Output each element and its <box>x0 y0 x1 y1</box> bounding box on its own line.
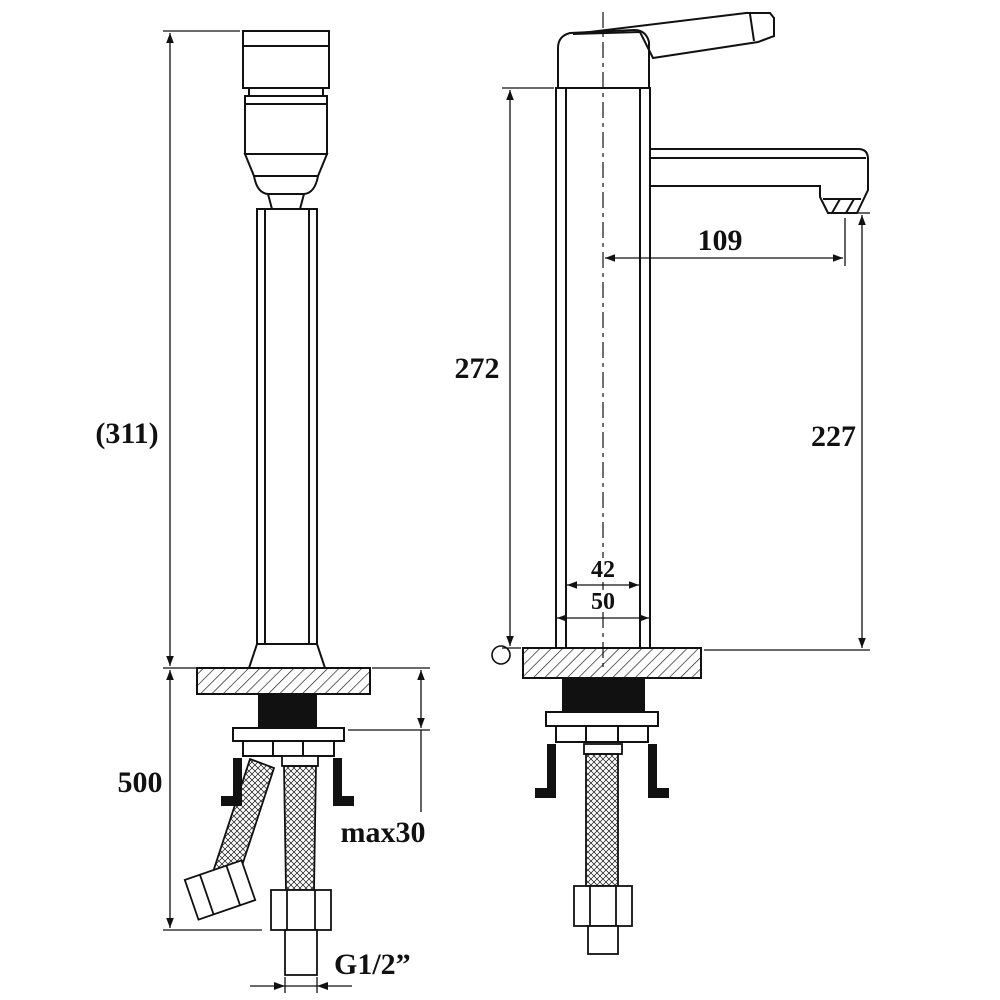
front-view-spout <box>650 148 869 214</box>
dim-max-thickness-label: max30 <box>341 816 426 849</box>
front-hose-nut <box>573 885 633 927</box>
dim-inner-width-label: 42 <box>591 557 615 583</box>
front-view-countertop <box>522 647 702 679</box>
angled-hose-nut <box>183 859 257 921</box>
dim-overall-height-label: (311) <box>95 417 158 450</box>
side-view-body-column <box>247 208 327 669</box>
front-view-mounting-hardware <box>535 677 669 798</box>
dim-hose-length-label: 500 <box>118 766 163 799</box>
threaded-pipe-end <box>284 929 318 976</box>
side-view-countertop <box>196 667 371 695</box>
side-view-hoses <box>183 755 332 976</box>
dim-spout-height-label: 227 <box>811 420 856 453</box>
side-view-handle <box>242 30 330 155</box>
dimension-lines <box>163 30 870 993</box>
dimension-labels: (311) 500 max30 G1/2” 272 109 227 42 50 <box>95 224 856 981</box>
dim-spout-reach-label: 109 <box>698 224 743 257</box>
straight-hose-nut <box>270 889 332 931</box>
seal-ring <box>491 645 511 665</box>
dim-thread-size-label: G1/2” <box>334 948 411 981</box>
side-view-head <box>243 153 329 210</box>
dim-body-height-label: 272 <box>455 352 500 385</box>
side-view <box>183 30 371 976</box>
front-view-lever-handle <box>557 12 775 88</box>
front-view-hose <box>573 743 633 955</box>
dim-outer-width-label: 50 <box>591 589 615 615</box>
front-view <box>491 12 869 955</box>
side-view-mounting-hardware <box>221 693 354 806</box>
